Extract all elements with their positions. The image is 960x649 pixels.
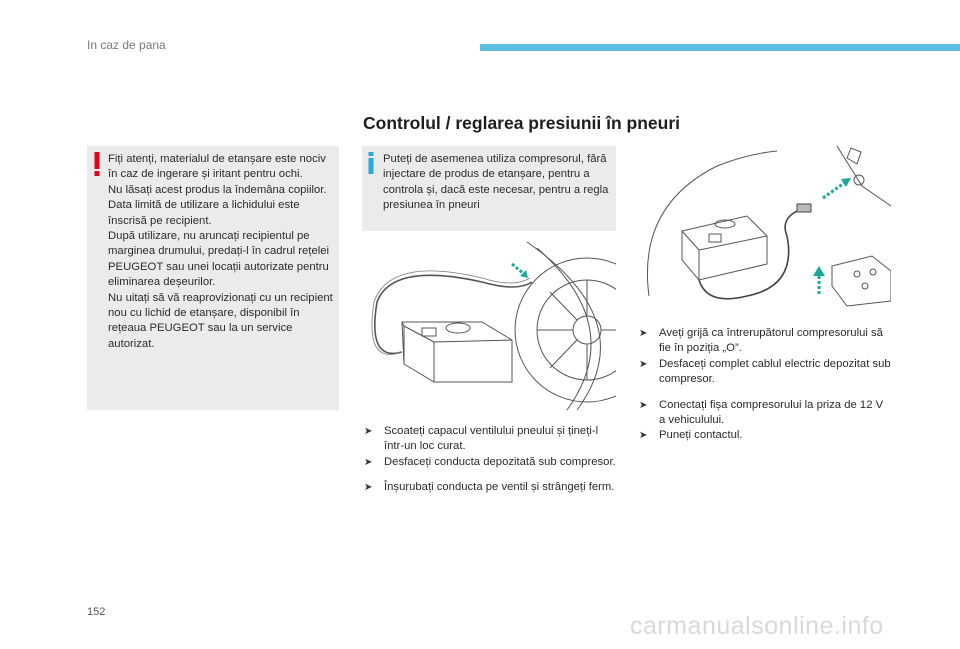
triangle-arrow-icon: ➤: [639, 358, 648, 370]
step-item: ➤ Desfaceți conducta depozitată sub comp…: [364, 455, 619, 470]
triangle-arrow-icon: ➤: [364, 426, 373, 437]
steps-left: ➤ Scoateți capacul ventilului pneului și…: [364, 424, 619, 496]
page-number: 152: [87, 606, 106, 618]
step-text: Puneți contactul.: [659, 429, 743, 442]
watermark: carmanualsonline.info: [630, 612, 884, 640]
step-text: Aveți grijă ca întrerupătorul compresoru…: [659, 327, 883, 355]
triangle-arrow-icon: ➤: [639, 328, 648, 339]
triangle-arrow-icon: ➤: [364, 482, 373, 494]
step-text: Conectați fișa compresorului la priza de…: [659, 398, 884, 427]
warning-line: Fiți atenți, materialul de etanșare este…: [108, 153, 326, 181]
step-item: ➤ Înșurubați conducta pe ventil și strân…: [364, 480, 619, 495]
warning-text: Fiți atenți, materialul de etanșare este…: [108, 152, 334, 352]
step-item: ➤ Aveți grijă ca întrerupătorul compreso…: [639, 326, 891, 357]
step-item: ➤ Desfaceți complet cablul electric depo…: [639, 357, 891, 388]
warning-line: După utilizare, nu aruncați recipientul …: [108, 230, 330, 289]
info-box: [362, 146, 616, 231]
step-text: Înșurubați conducta pe ventil și strânge…: [384, 481, 615, 494]
step-item: ➤ Puneți contactul.: [639, 428, 891, 443]
compressor-socket-illustration: [646, 146, 891, 307]
warning-line: Nu lăsați acest produs la îndemâna copii…: [108, 183, 327, 196]
info-paragraph: Puteți de asemenea utiliza compresorul, …: [383, 153, 609, 212]
step-text: Desfaceți complet cablul electric depozi…: [659, 357, 891, 386]
steps-right: ➤ Aveți grijă ca întrerupătorul compreso…: [639, 326, 891, 444]
warning-line: Data limită de utilizare a lichidului es…: [108, 199, 300, 227]
info-text: Puteți de asemenea utiliza compresorul, …: [383, 152, 611, 214]
header-accent-bar: [480, 44, 960, 51]
compressor-wheel-illustration: [371, 242, 616, 411]
triangle-arrow-icon: ➤: [639, 430, 648, 442]
header-title: In caz de pana: [87, 38, 166, 52]
warning-line: Nu uitați să vă reaprovizionați cu un re…: [108, 291, 333, 350]
step-text: Desfaceți conducta depozitată sub compre…: [384, 455, 616, 468]
step-item: ➤ Conectați fișa compresorului la priza …: [639, 398, 891, 429]
exclamation-mark-icon: [94, 152, 100, 176]
step-text: Scoateți capacul ventilului pneului și ț…: [384, 425, 599, 453]
info-i-icon: [368, 152, 374, 174]
triangle-arrow-icon: ➤: [364, 456, 373, 468]
warning-box: [87, 146, 339, 410]
section-title: Controlul / reglarea presiunii în pneuri: [363, 113, 680, 133]
step-item: ➤ Scoateți capacul ventilului pneului și…: [364, 424, 619, 455]
triangle-arrow-icon: ➤: [639, 399, 648, 411]
